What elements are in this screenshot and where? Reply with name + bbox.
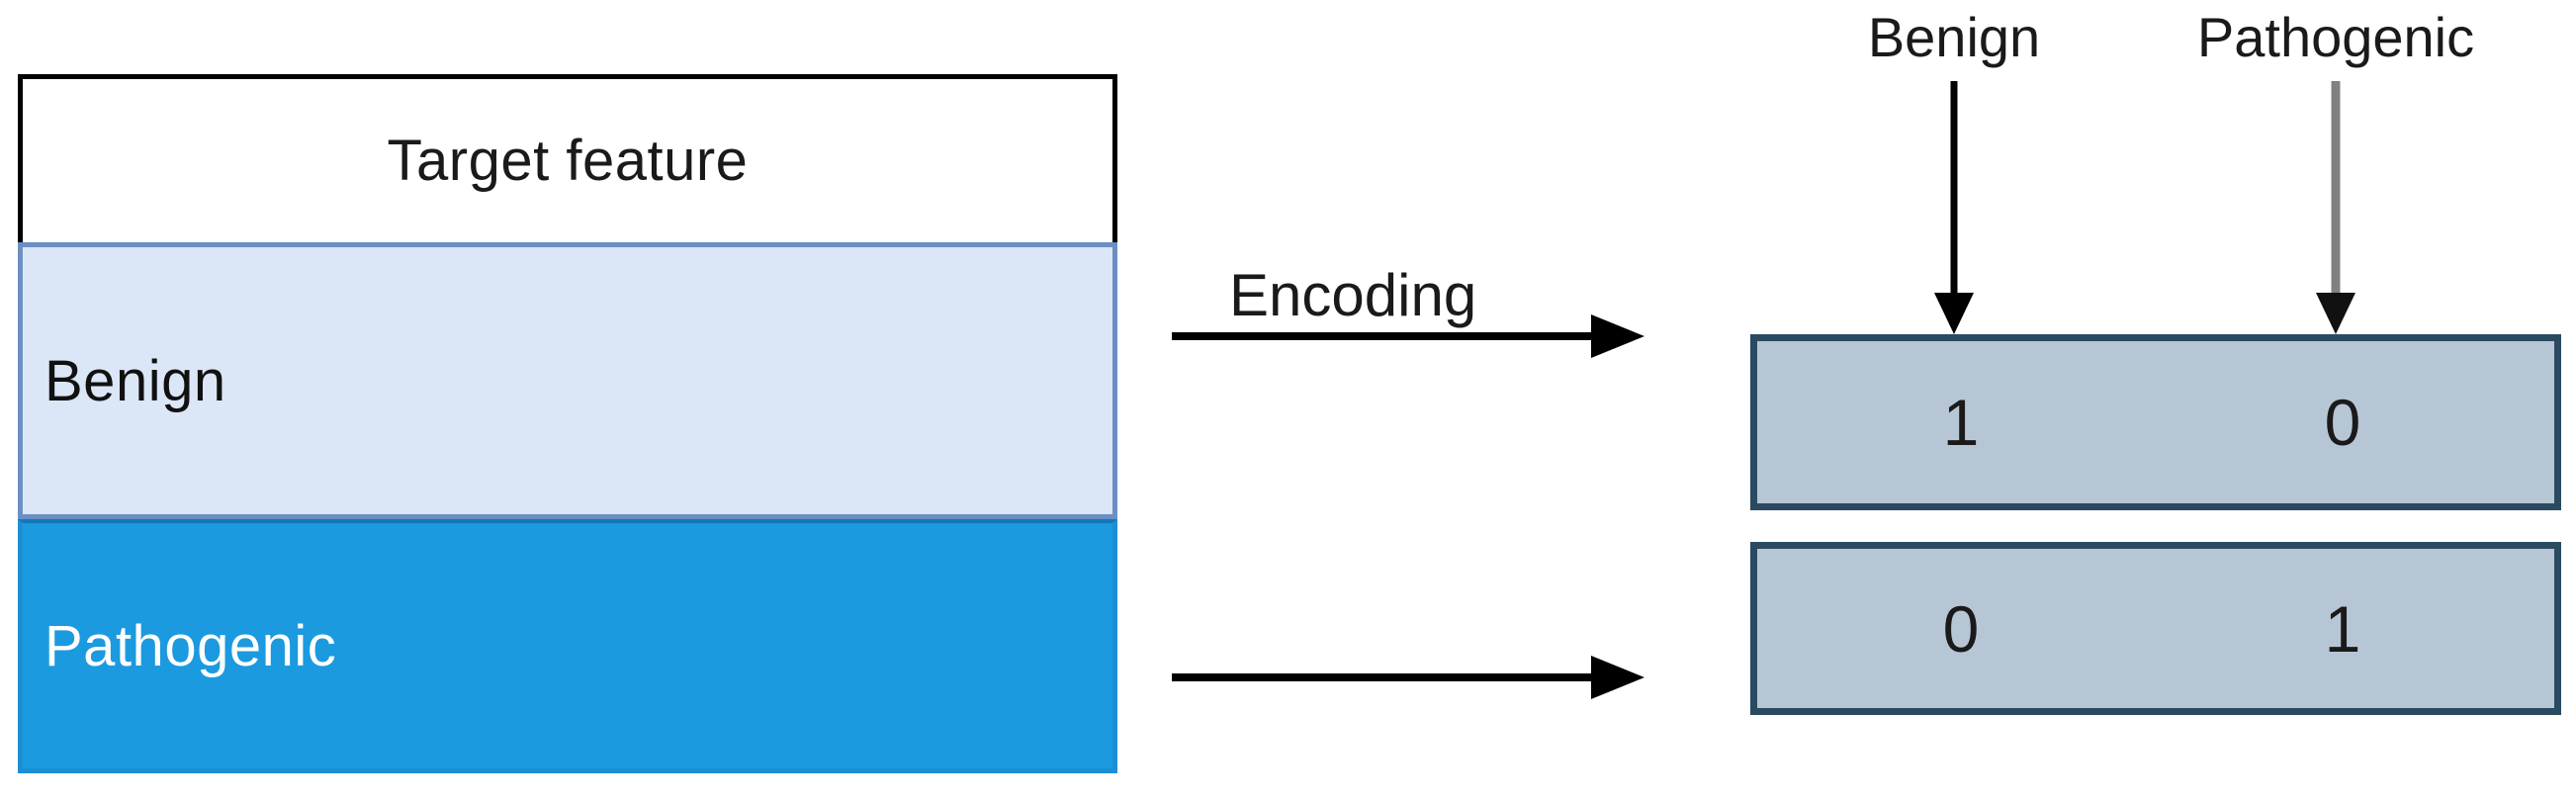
- encoding-label: Encoding: [1229, 262, 1477, 328]
- encoded-row: 0 1: [1750, 542, 2561, 715]
- pathogenic-encoding-arrow-icon: [1172, 656, 1644, 699]
- encoded-column-header-benign: Benign: [1867, 6, 2041, 68]
- category-band-benign: Benign: [18, 242, 1117, 519]
- encoded-cell: 1: [1942, 386, 1980, 459]
- target-feature-header: Target feature: [18, 74, 1117, 242]
- benign-encoding-arrow-icon: [1172, 314, 1644, 358]
- encoded-row: 1 0: [1750, 334, 2561, 510]
- encoded-column-header-pathogenic: Pathogenic: [2196, 6, 2475, 68]
- encoded-cell: 0: [1942, 591, 1980, 666]
- target-feature-title: Target feature: [387, 129, 749, 193]
- category-band-pathogenic: Pathogenic: [18, 519, 1117, 773]
- category-label-benign: Benign: [44, 348, 226, 413]
- pathogenic-column-pointer-arrow-icon: [2316, 81, 2355, 334]
- encoded-cell: 1: [2324, 591, 2361, 666]
- category-label-pathogenic: Pathogenic: [44, 613, 337, 678]
- encoded-cell: 0: [2324, 386, 2361, 459]
- benign-column-pointer-arrow-icon: [1934, 81, 1974, 334]
- target-feature-stack: Target feature Benign Pathogenic: [18, 74, 1117, 773]
